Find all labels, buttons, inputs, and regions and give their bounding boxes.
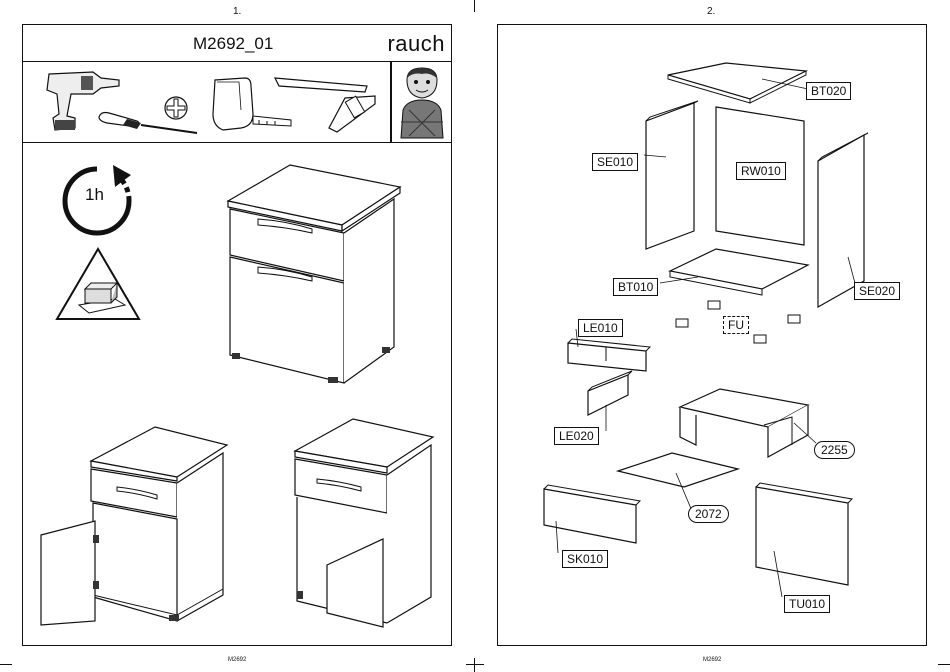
footer-right: M2692 xyxy=(703,657,721,663)
page-number-2: 2. xyxy=(707,6,715,17)
part-label-se010: SE010 xyxy=(592,153,638,171)
header-bar: M2692_01 rauch xyxy=(23,25,451,62)
page-number-1: 1. xyxy=(233,6,241,17)
crop-mark xyxy=(938,664,950,665)
footer-left: M2692 xyxy=(228,657,246,663)
instruction-page-1: M2692_01 rauch xyxy=(22,24,452,646)
instruction-page-2: BT020 SE010 RW010 SE020 BT010 FU LE010 L… xyxy=(497,24,927,646)
assistant-character-icon xyxy=(399,66,445,140)
brand-logo: rauch xyxy=(387,31,445,57)
part-label-rw010: RW010 xyxy=(736,162,786,180)
assembly-time-label: 1h xyxy=(85,185,104,205)
part-label-2255: 2255 xyxy=(814,441,855,459)
crop-mark xyxy=(474,0,475,12)
cabinet-drawing xyxy=(218,163,408,383)
set-square-icon xyxy=(271,74,381,134)
cabinet-open-door-right-drawing xyxy=(287,417,447,627)
tools-row xyxy=(23,62,451,143)
cabinet-open-door-left-drawing xyxy=(37,425,237,625)
part-label-sk010: SK010 xyxy=(562,550,608,568)
divider xyxy=(390,62,392,142)
part-label-bt010: BT010 xyxy=(613,278,658,296)
crop-mark xyxy=(474,658,475,672)
crop-mark xyxy=(466,664,484,665)
part-label-bt020: BT020 xyxy=(806,82,851,100)
part-label-se020: SE020 xyxy=(854,282,900,300)
screwdriver-icon xyxy=(97,107,207,137)
part-label-le020: LE020 xyxy=(554,427,599,445)
part-label-tu010: TU010 xyxy=(784,595,830,613)
part-label-le010: LE010 xyxy=(578,319,623,337)
part-label-2072: 2072 xyxy=(688,505,729,523)
model-number: M2692_01 xyxy=(193,34,273,54)
warning-triangle-icon xyxy=(53,245,143,325)
part-label-fu: FU xyxy=(723,316,749,334)
phillips-head-icon xyxy=(163,95,189,121)
crop-mark xyxy=(0,664,12,665)
